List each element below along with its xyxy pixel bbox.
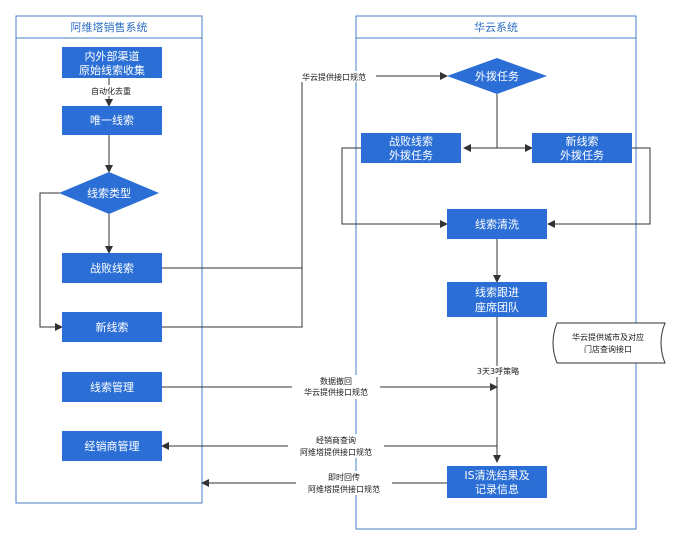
edge-label-realtime-return: 即时回传 阿维塔提供接口规范 — [296, 471, 392, 495]
node-lead-mgmt-label: 线索管理 — [90, 380, 134, 394]
node-type-decision-label: 线索类型 — [87, 186, 131, 200]
edge-label-strategy: 3天3呼策略 — [468, 366, 528, 377]
node-lost-leads-label: 战败线索 — [90, 261, 134, 275]
node-type-decision: 线索类型 — [59, 172, 159, 214]
node-is-result-line2: 记录信息 — [475, 482, 519, 496]
edge-label-dealer-query-line1: 经销商查询 — [316, 435, 356, 445]
node-is-result: IS清洗结果及 记录信息 — [447, 466, 547, 498]
node-new-outbound-line1: 新线索 — [566, 134, 599, 148]
node-lost-outbound-line1: 战败线索 — [389, 134, 433, 148]
node-new-outbound-line2: 外拨任务 — [560, 148, 604, 162]
node-followup: 线索跟进 座席团队 — [447, 282, 547, 317]
node-cleaning: 线索清洗 — [447, 209, 547, 239]
node-unique-label: 唯一线索 — [90, 113, 134, 127]
edge-label-huayun-api-text: 华云提供接口规范 — [302, 72, 366, 82]
node-followup-line2: 座席团队 — [475, 300, 519, 314]
node-lost-outbound-line2: 外拨任务 — [389, 148, 433, 162]
edge-new-outbound-cleaning — [547, 147, 651, 228]
node-lost-outbound: 战败线索 外拨任务 — [361, 133, 461, 163]
edge-label-auto-text: 自动化去重 — [91, 86, 131, 96]
node-lost-leads: 战败线索 — [62, 253, 162, 283]
edge-new-to-outbound — [162, 76, 303, 328]
edge-label-auto: 自动化去重 — [86, 85, 136, 96]
edge-label-realtime-return-line1: 即时回传 — [328, 472, 360, 482]
node-outbound-task-label: 外拨任务 — [475, 69, 519, 83]
node-collect-line2: 原始线索收集 — [79, 63, 145, 77]
node-city-store-api-line2: 门店查询接口 — [584, 344, 632, 354]
edge-label-dealer-query: 经销商查询 阿维塔提供接口规范 — [288, 434, 384, 458]
lane-left-title: 阿维塔销售系统 — [71, 20, 148, 34]
edge-label-strategy-text: 3天3呼策略 — [477, 366, 519, 376]
edge-label-dealer-query-line2: 阿维塔提供接口规范 — [300, 447, 372, 457]
node-city-store-api: 华云提供城市及对应 门店查询接口 — [552, 322, 666, 364]
node-unique: 唯一线索 — [62, 106, 162, 135]
edge-outbound-split — [463, 94, 498, 152]
edge-lost-to-outbound — [162, 72, 448, 269]
edge-label-huayun-api: 华云提供接口规范 — [292, 71, 376, 82]
node-dealer-mgmt: 经销商管理 — [62, 431, 162, 461]
node-new-leads-label: 新线索 — [96, 320, 129, 334]
node-collect: 内外部渠道 原始线索收集 — [62, 47, 162, 78]
node-is-result-line1: IS清洗结果及 — [464, 469, 529, 482]
node-new-outbound: 新线索 外拨任务 — [532, 133, 632, 163]
node-followup-line1: 线索跟进 — [475, 285, 519, 299]
node-lead-mgmt: 线索管理 — [62, 372, 162, 402]
lane-left: 阿维塔销售系统 — [15, 15, 203, 504]
node-collect-line1: 内外部渠道 — [85, 49, 140, 63]
edge-type-new — [39, 192, 66, 331]
edge-label-realtime-return-line2: 阿维塔提供接口规范 — [308, 484, 380, 494]
lane-right-title: 华云系统 — [474, 20, 518, 34]
edge-lost-outbound-cleaning — [341, 147, 448, 228]
edge-label-data-return-line1: 数据撤回 — [320, 376, 352, 386]
edge-label-data-return-line2: 华云提供接口规范 — [304, 387, 368, 397]
node-cleaning-label: 线索清洗 — [475, 217, 519, 231]
node-dealer-mgmt-label: 经销商管理 — [85, 439, 140, 453]
edge-label-data-return: 数据撤回 华云提供接口规范 — [292, 375, 380, 399]
node-outbound-task: 外拨任务 — [447, 58, 547, 94]
node-new-leads: 新线索 — [62, 312, 162, 342]
lane-right: 华云系统 — [355, 15, 637, 530]
node-city-store-api-line1: 华云提供城市及对应 — [572, 332, 644, 342]
